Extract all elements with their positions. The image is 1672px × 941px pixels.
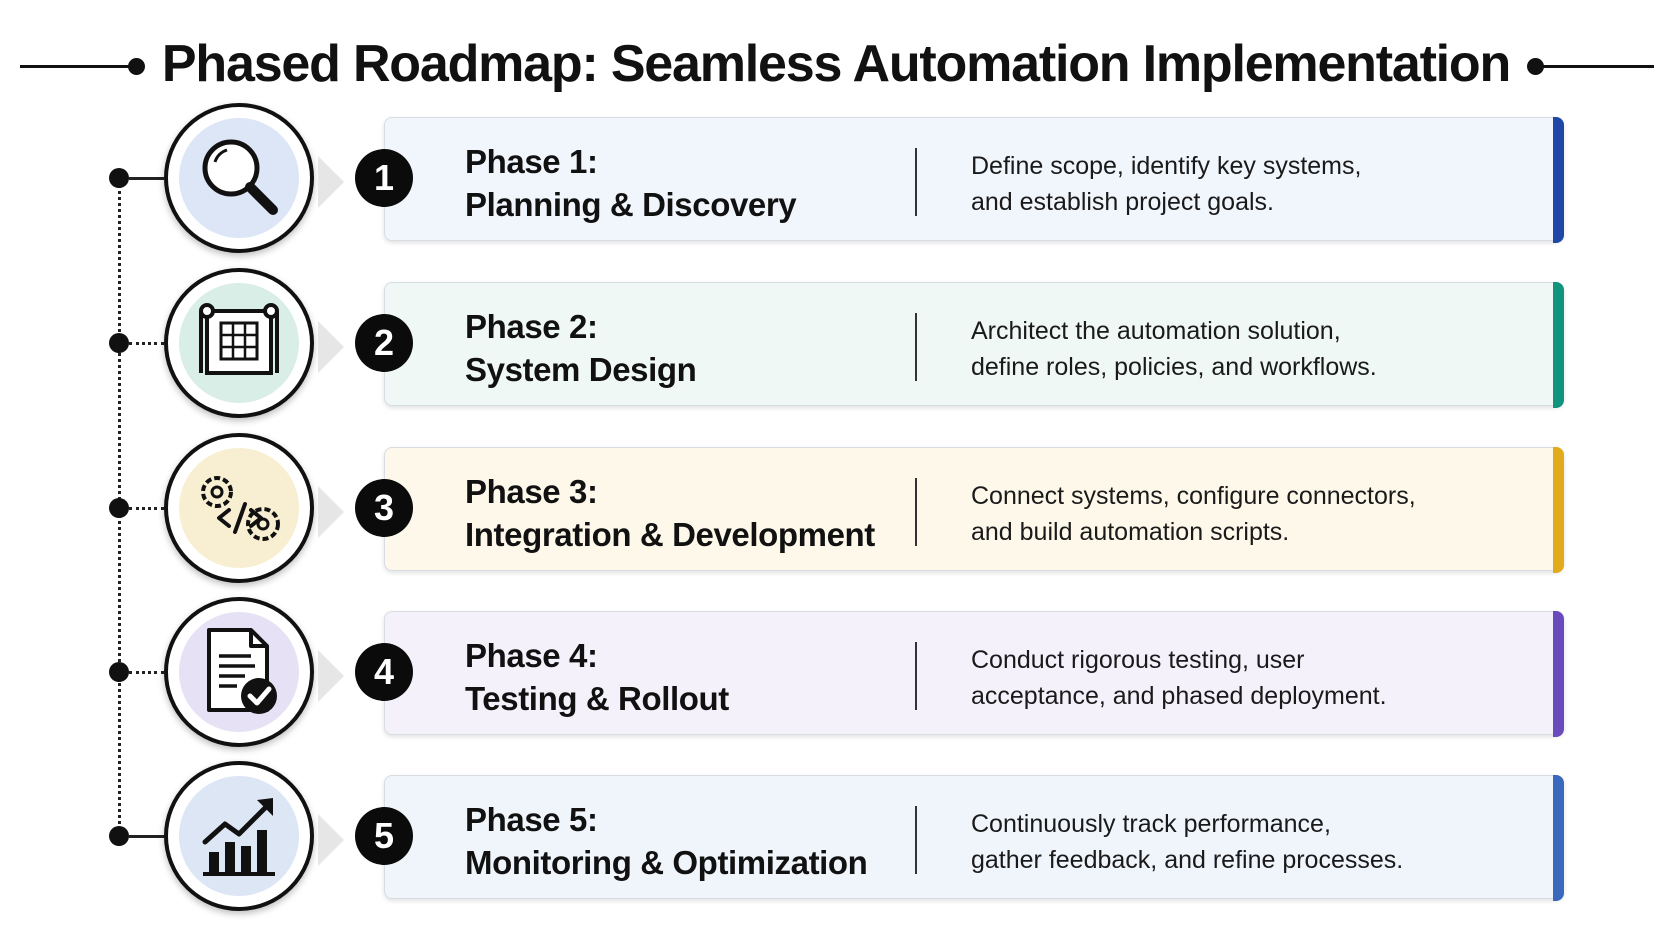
title-row: Phased Roadmap: Seamless Automation Impl… [0, 14, 1672, 93]
phase-heading-line1: Phase 1: [465, 143, 598, 180]
phase-card: Phase 3: Integration & Development Conne… [384, 447, 1564, 573]
icon-tint [179, 448, 299, 568]
phase-4: Phase 4: Testing & Rollout Conduct rigor… [0, 593, 1672, 753]
phase-description-line1: Architect the automation solution, [971, 317, 1341, 345]
card-divider [915, 642, 917, 710]
phase-3: Phase 3: Integration & Development Conne… [0, 429, 1672, 589]
phase-description: Architect the automation solution, defin… [971, 313, 1377, 385]
timeline-node [109, 662, 129, 682]
phase-heading-line2: Monitoring & Optimization [465, 844, 868, 881]
pointer-arrow [318, 486, 344, 538]
card-divider [915, 148, 917, 216]
card-accent-bar [1553, 447, 1564, 573]
phase-description-line2: define roles, policies, and workflows. [971, 353, 1377, 381]
phase-number-badge: 2 [355, 314, 413, 372]
phase-description-line2: and establish project goals. [971, 188, 1274, 216]
icon-tint [179, 118, 299, 238]
phase-heading-line2: Testing & Rollout [465, 680, 729, 717]
phase-icon-circle [164, 268, 314, 418]
card-divider [915, 313, 917, 381]
phase-heading-line1: Phase 3: [465, 473, 598, 510]
phase-description-line1: Define scope, identify key systems, [971, 152, 1362, 180]
phase-number-badge: 1 [355, 149, 413, 207]
magnifying-glass-icon [202, 139, 278, 215]
phase-heading: Phase 2: System Design [465, 305, 697, 391]
phase-icon-circle [164, 103, 314, 253]
phase-heading-line1: Phase 2: [465, 308, 598, 345]
phase-heading: Phase 4: Testing & Rollout [465, 634, 729, 720]
phase-number-badge: 3 [355, 479, 413, 537]
title-left-line [20, 65, 133, 68]
phase-card: Phase 2: System Design Architect the aut… [384, 282, 1564, 408]
phase-description: Connect systems, configure connectors, a… [971, 478, 1416, 550]
phase-number-badge: 5 [355, 807, 413, 865]
phase-card: Phase 1: Planning & Discovery Define sco… [384, 117, 1564, 243]
phase-heading-line1: Phase 4: [465, 637, 598, 674]
phase-icon-circle [164, 433, 314, 583]
phase-number-badge: 4 [355, 643, 413, 701]
phase-heading-line1: Phase 5: [465, 801, 598, 838]
timeline-node [109, 498, 129, 518]
timeline-connector [129, 507, 164, 510]
phase-2: Phase 2: System Design Architect the aut… [0, 264, 1672, 424]
phase-5: Phase 5: Monitoring & Optimization Conti… [0, 757, 1672, 917]
pointer-arrow [318, 650, 344, 702]
phase-heading: Phase 1: Planning & Discovery [465, 140, 797, 226]
phase-description-line1: Conduct rigorous testing, user [971, 646, 1305, 674]
card-accent-bar [1553, 611, 1564, 737]
phase-card: Phase 4: Testing & Rollout Conduct rigor… [384, 611, 1564, 737]
page-title: Phased Roadmap: Seamless Automation Impl… [161, 35, 1511, 93]
pointer-arrow [318, 321, 344, 373]
title-right-line [1538, 65, 1654, 68]
timeline-connector [129, 671, 164, 674]
phase-icon-circle [164, 761, 314, 911]
gears-code-icon [201, 476, 280, 541]
pointer-arrow [318, 156, 344, 208]
growth-chart-icon [202, 798, 275, 876]
phase-heading: Phase 3: Integration & Development [465, 470, 875, 556]
phase-1: Phase 1: Planning & Discovery Define sco… [0, 99, 1672, 259]
icon-tint [179, 283, 299, 403]
timeline-connector [129, 835, 164, 838]
card-accent-bar [1553, 282, 1564, 408]
phase-heading-line2: Integration & Development [465, 516, 875, 553]
card-divider [915, 478, 917, 546]
phase-card: Phase 5: Monitoring & Optimization Conti… [384, 775, 1564, 901]
icon-tint [179, 776, 299, 896]
title-left-dot [128, 58, 145, 75]
card-accent-bar [1553, 775, 1564, 901]
phase-description: Conduct rigorous testing, user acceptanc… [971, 642, 1387, 714]
phase-description-line2: and build automation scripts. [971, 518, 1290, 546]
timeline-node [109, 826, 129, 846]
phase-description: Continuously track performance, gather f… [971, 806, 1403, 878]
blueprint-icon [199, 303, 279, 375]
phase-icon-circle [164, 597, 314, 747]
timeline-node [109, 168, 129, 188]
phase-heading-line2: Planning & Discovery [465, 186, 797, 223]
phase-description-line1: Connect systems, configure connectors, [971, 482, 1416, 510]
phase-description-line1: Continuously track performance, [971, 810, 1331, 838]
phase-description-line2: acceptance, and phased deployment. [971, 682, 1387, 710]
timeline-connector [129, 177, 164, 180]
pointer-arrow [318, 814, 344, 866]
document-check-icon [207, 628, 277, 714]
phase-heading: Phase 5: Monitoring & Optimization [465, 798, 868, 884]
card-divider [915, 806, 917, 874]
card-accent-bar [1553, 117, 1564, 243]
phase-description-line2: gather feedback, and refine processes. [971, 846, 1404, 874]
timeline-connector [129, 342, 164, 345]
timeline-node [109, 333, 129, 353]
icon-tint [179, 612, 299, 732]
phase-description: Define scope, identify key systems, and … [971, 148, 1361, 220]
phase-heading-line2: System Design [465, 351, 697, 388]
title-right-dot [1527, 58, 1544, 75]
